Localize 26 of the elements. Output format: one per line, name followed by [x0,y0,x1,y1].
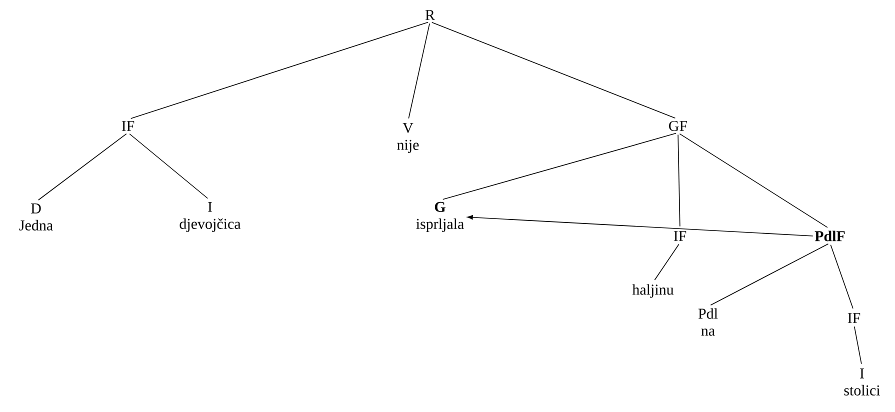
word-label: V nije [395,122,421,154]
word-label: I stolici [842,367,882,397]
tree-branch [710,244,829,306]
category-label: haljinu [630,282,676,300]
tree-branch [679,133,828,228]
tree-branch [129,133,208,199]
word-label: Pdl na [696,306,720,338]
tree-branch [130,22,428,119]
category-label: IF [672,230,688,242]
word-label: D Jedna [17,202,55,232]
category-label: IF [120,120,136,132]
category-label: GF [666,119,690,133]
tree-branch [38,133,127,200]
arrow [467,215,814,236]
tree-branch [431,22,676,119]
tree-branch [442,132,676,200]
category-label: IF [846,312,862,324]
tree-branch [654,244,680,280]
category-label: PdlF [813,229,847,243]
word-label: G isprljala [414,200,466,234]
tree-branch [854,326,862,364]
category-label: R [424,8,436,22]
tree-branch [678,134,680,227]
tree-branch [830,244,854,309]
word-label: I djevojčica [178,200,242,234]
tree-branch [408,23,430,119]
